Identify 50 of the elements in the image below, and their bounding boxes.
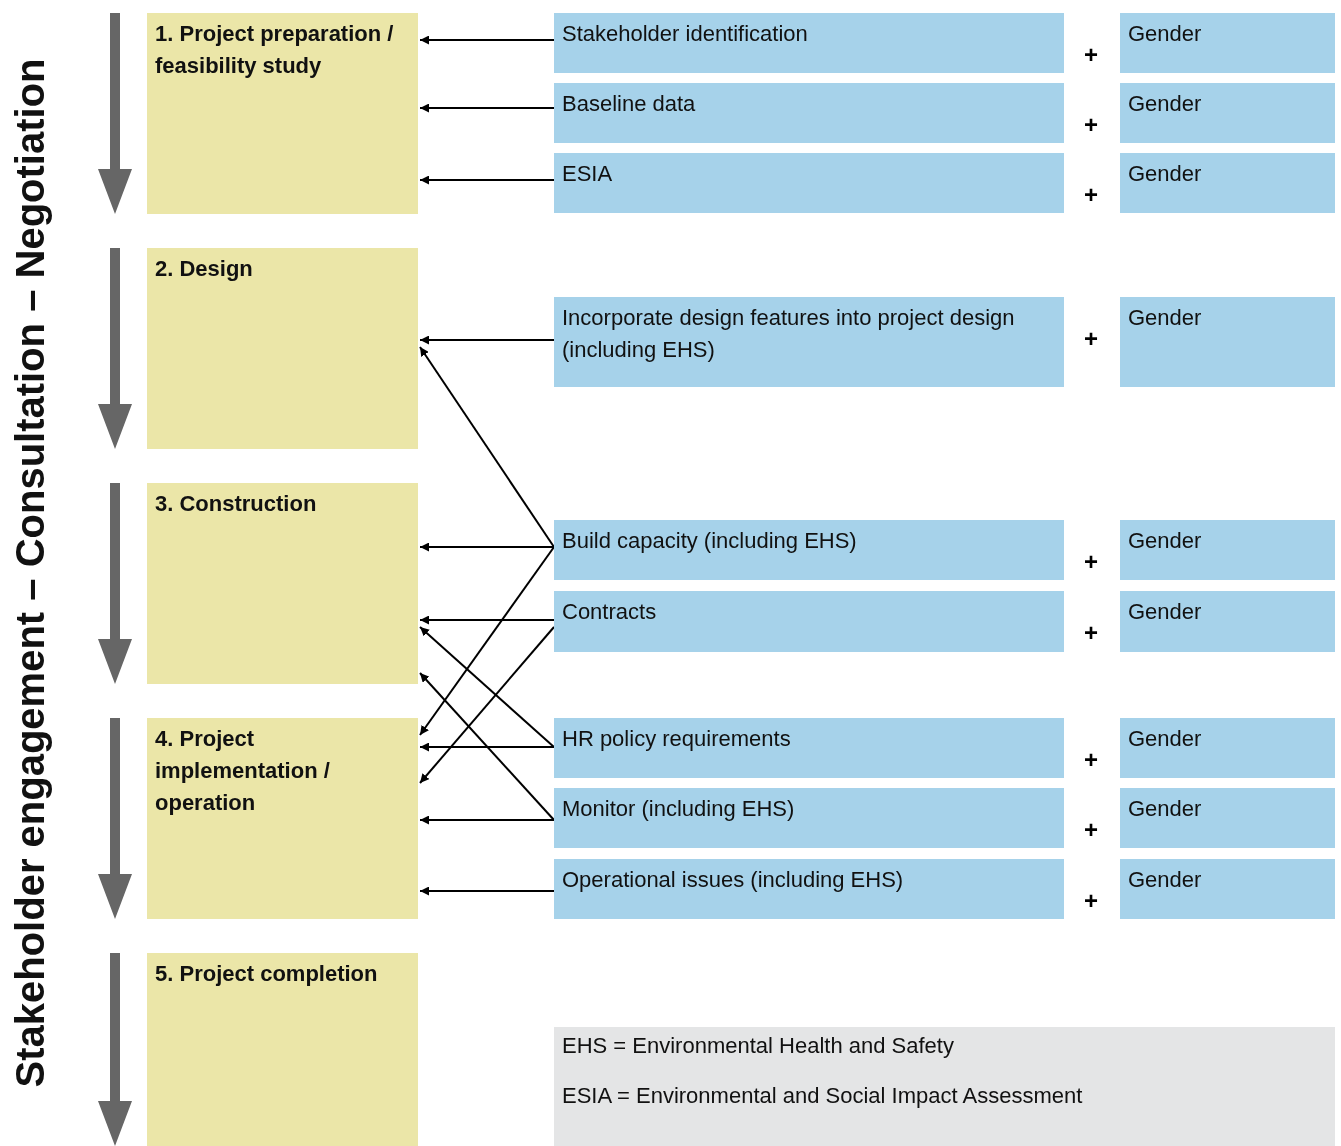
arrow <box>419 626 555 784</box>
activity-box: Incorporate design features into project design (including EHS) <box>554 297 1064 387</box>
activity-box: Build capacity (including EHS) <box>554 520 1064 580</box>
gender-box: Gender <box>1120 153 1335 213</box>
arrow <box>419 35 555 45</box>
arrow <box>419 103 555 113</box>
plus-sign: + <box>1084 548 1098 576</box>
abbreviations-box <box>554 1027 1335 1146</box>
plus-sign: + <box>1084 746 1098 774</box>
note-text: ESIA = Environmental and Social Impact Assessment <box>562 1082 1084 1110</box>
gender-box: Gender <box>1120 788 1335 848</box>
plus-sign: + <box>1084 816 1098 844</box>
vertical-title: Stakeholder engagement – Consultation – Negotiation <box>7 58 53 1088</box>
gender-box: Gender <box>1120 13 1335 73</box>
arrow <box>419 346 555 548</box>
arrow <box>419 815 555 825</box>
phase-box: 4. Project implementation / operation <box>147 718 418 919</box>
gender-box: Gender <box>1120 591 1335 652</box>
phase-box: 5. Project completion <box>147 953 418 1146</box>
activity-box: Stakeholder identification <box>554 13 1064 73</box>
activity-box: Operational issues (including EHS) <box>554 859 1064 919</box>
arrow <box>419 335 555 345</box>
plus-sign: + <box>1084 325 1098 353</box>
note-text: EHS = Environmental Health and Safety <box>562 1032 955 1060</box>
arrow <box>419 672 555 821</box>
arrow <box>419 175 555 185</box>
gender-box: Gender <box>1120 297 1335 387</box>
plus-sign: + <box>1084 111 1098 139</box>
phase-box: 1. Project preparation / feasibility study <box>147 13 418 214</box>
arrow <box>419 546 555 736</box>
activity-box: ESIA <box>554 153 1064 213</box>
gender-box: Gender <box>1120 520 1335 580</box>
arrow <box>419 626 555 748</box>
activity-box: Monitor (including EHS) <box>554 788 1064 848</box>
plus-sign: + <box>1084 887 1098 915</box>
phase-box: 3. Construction <box>147 483 418 684</box>
arrow <box>419 742 555 752</box>
plus-sign: + <box>1084 41 1098 69</box>
gender-box: Gender <box>1120 718 1335 778</box>
arrow <box>419 542 555 552</box>
phase-box: 2. Design <box>147 248 418 449</box>
arrow <box>419 886 555 896</box>
gender-box: Gender <box>1120 83 1335 143</box>
plus-sign: + <box>1084 181 1098 209</box>
activity-box: Baseline data <box>554 83 1064 143</box>
activity-box: HR policy requirements <box>554 718 1064 778</box>
plus-sign: + <box>1084 619 1098 647</box>
arrow <box>419 615 555 625</box>
gender-box: Gender <box>1120 859 1335 919</box>
activity-box: Contracts <box>554 591 1064 652</box>
